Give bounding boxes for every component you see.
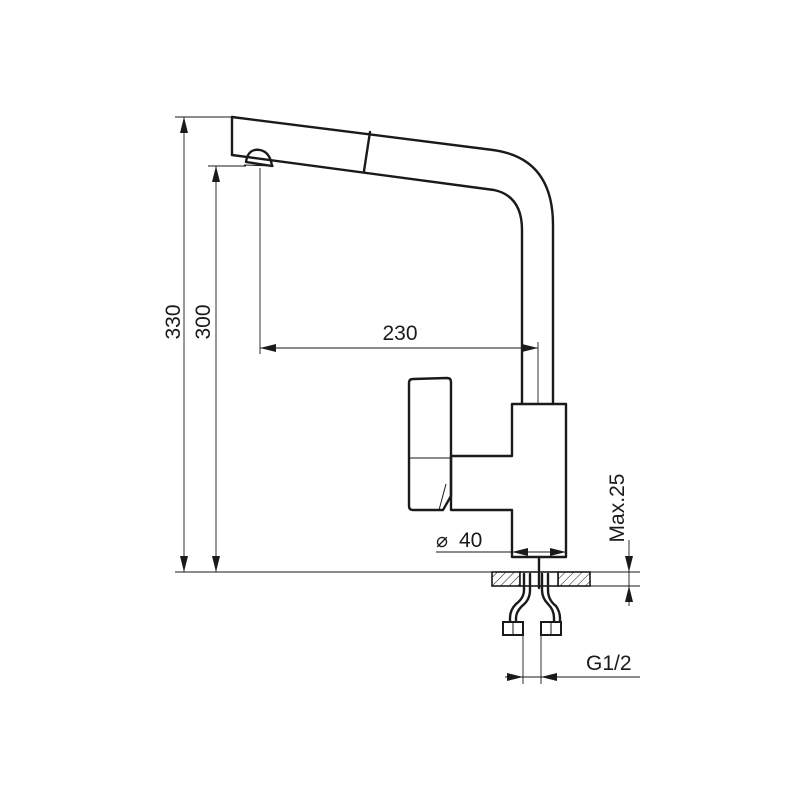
aerator-lip	[243, 164, 275, 167]
faucet-body	[230, 115, 568, 559]
diameter-symbol: ⌀	[436, 530, 448, 552]
arrow-down-max25	[625, 556, 633, 572]
faucet-main-body	[449, 402, 568, 559]
countertop-hatch-left	[491, 571, 521, 587]
pull-out-head-joint	[362, 130, 372, 173]
label-g12: G1/2	[586, 652, 632, 675]
hose-right	[540, 572, 556, 626]
spout-outer-contour	[230, 115, 555, 406]
dimension-max-thickness: Max.25	[606, 474, 633, 606]
spout-inner-contour	[230, 153, 524, 406]
aerator-nozzle	[244, 148, 274, 168]
dimension-reach: 230	[259, 168, 539, 404]
label-330: 330	[162, 304, 185, 339]
arrow-right-g12	[507, 673, 523, 681]
arrow-up-300	[212, 166, 220, 182]
label-230: 230	[382, 322, 417, 345]
arrow-down-300	[212, 556, 220, 572]
label-max25: Max.25	[606, 474, 629, 543]
arrow-right-40	[550, 548, 566, 556]
lever-handle-edge	[438, 483, 447, 511]
arrow-down-330	[180, 556, 188, 572]
arrow-left-40	[512, 548, 528, 556]
hose-left-inner	[514, 572, 532, 626]
arrow-right-230	[522, 344, 538, 352]
lever-handle	[407, 376, 453, 512]
hose-right-inner	[546, 572, 562, 626]
countertop-section	[216, 555, 640, 590]
supply-hoses	[502, 572, 562, 636]
arrow-left-g12	[541, 673, 557, 681]
arrow-up-max25	[625, 586, 633, 602]
dimension-connection-thread: G1/2	[505, 635, 640, 684]
arrow-left-230	[260, 344, 276, 352]
label-300: 300	[192, 304, 215, 339]
hose-left	[508, 572, 526, 626]
label-40: 40	[459, 529, 482, 552]
dimension-spout-height: 300	[192, 165, 246, 572]
countertop-hatch-right	[557, 571, 591, 587]
arrow-up-330	[180, 117, 188, 133]
dimension-total-height: 330	[162, 116, 232, 573]
dimension-base-diameter: ⌀ 40	[436, 529, 566, 556]
